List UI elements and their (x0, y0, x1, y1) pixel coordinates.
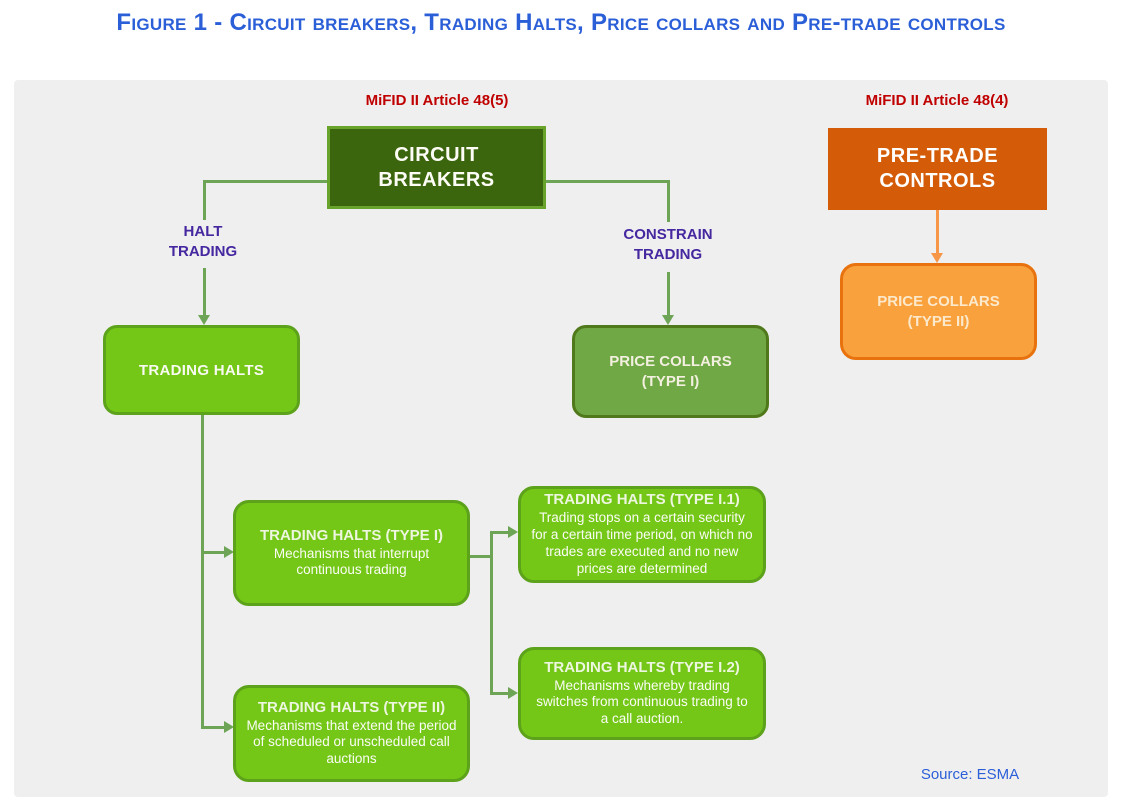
pre-trade-controls-node: PRE-TRADE CONTROLS (828, 128, 1047, 210)
connector-cb-right-vertical (667, 180, 670, 222)
trading-halts-type11-title: TRADING HALTS (TYPE I.1) (544, 491, 740, 509)
connector-constrain-arrow-line (667, 272, 670, 316)
constrain-trading-label: CONSTRAIN TRADING (623, 226, 713, 264)
price-collars-type2-node: PRICE COLLARS (TYPE II) (840, 263, 1037, 360)
article-48-5-label: MiFID II Article 48(5) (365, 92, 509, 109)
connector-type1-split-vertical (490, 531, 493, 695)
source-label: Source: ESMA (920, 766, 1020, 783)
connector-cb-left-vertical (203, 180, 206, 220)
connector-pretrade-arrow-line (936, 210, 939, 254)
trading-halts-type11-node: TRADING HALTS (TYPE I.1) Trading stops o… (518, 486, 766, 583)
trading-halts-type12-body: Mechanisms whereby trading switches from… (536, 677, 748, 727)
trading-halts-type12-title: TRADING HALTS (TYPE I.2) (544, 658, 740, 676)
trading-halts-type11-body: Trading stops on a certain security for … (531, 510, 753, 576)
trading-halts-node: TRADING HALTS (103, 325, 300, 415)
trading-halts-type1-title: TRADING HALTS (TYPE I) (259, 526, 444, 544)
trading-halts-type2-title: TRADING HALTS (TYPE II) (257, 698, 446, 716)
halt-trading-label: HALT TRADING (168, 223, 238, 261)
connector-trading-halts-spine (201, 415, 204, 729)
type11-arrowhead-icon (508, 526, 518, 538)
trading-halts-type12-node: TRADING HALTS (TYPE I.2) Mechanisms wher… (518, 647, 766, 740)
connector-type1-out (470, 555, 493, 558)
trading-halts-type1-body: Mechanisms that interrupt continuous tra… (273, 545, 430, 578)
constrain-arrowhead-icon (662, 315, 674, 325)
trading-halts-type1-node: TRADING HALTS (TYPE I) Mechanisms that i… (233, 500, 470, 606)
halt-arrowhead-icon (198, 315, 210, 325)
trading-halts-label: TRADING HALTS (138, 361, 265, 379)
price-collars-type2-label: PRICE COLLARS (TYPE II) (877, 293, 1000, 330)
price-collars-type1-label: PRICE COLLARS (TYPE I) (609, 353, 732, 390)
trading-halts-type2-node: TRADING HALTS (TYPE II) Mechanisms that … (233, 685, 470, 782)
connector-halt-arrow-line (203, 268, 206, 316)
circuit-breakers-node: CIRCUIT BREAKERS (327, 126, 546, 209)
type1-arrowhead-icon (224, 546, 234, 558)
trading-halts-type2-body: Mechanisms that extend the period of sch… (246, 717, 457, 767)
figure-title: Figure 1 - Circuit breakers, Trading Hal… (116, 9, 1006, 36)
type12-arrowhead-icon (508, 687, 518, 699)
pre-trade-controls-label: PRE-TRADE CONTROLS (876, 145, 999, 192)
connector-branch-type11 (490, 531, 509, 534)
type2-arrowhead-icon (224, 721, 234, 733)
pretrade-arrowhead-icon (931, 253, 943, 263)
price-collars-type1-node: PRICE COLLARS (TYPE I) (572, 325, 769, 418)
circuit-breakers-label: CIRCUIT BREAKERS (378, 143, 495, 191)
connector-branch-type2 (201, 726, 225, 729)
connector-cb-right-horizontal (546, 180, 670, 183)
connector-branch-type1 (201, 551, 225, 554)
connector-cb-left-horizontal (203, 180, 327, 183)
connector-branch-type12 (490, 692, 509, 695)
article-48-4-label: MiFID II Article 48(4) (865, 92, 1009, 109)
